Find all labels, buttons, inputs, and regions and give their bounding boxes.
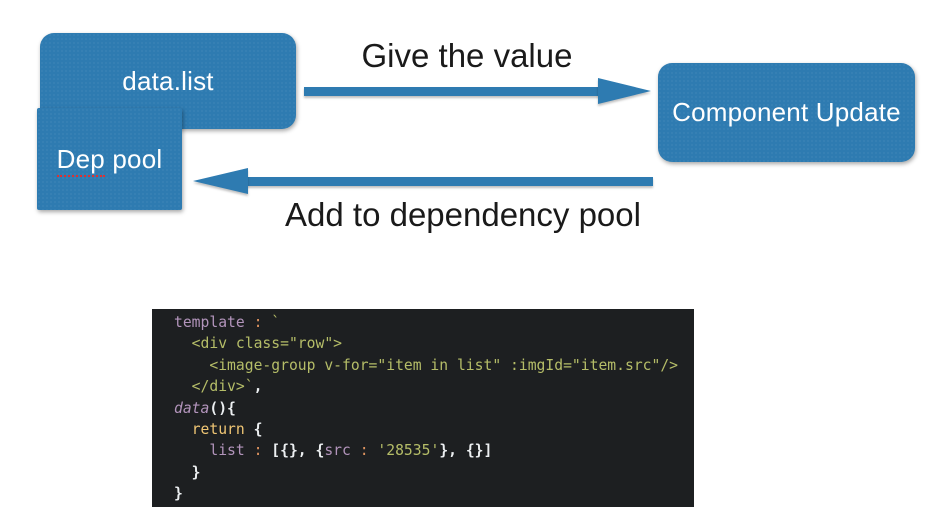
dep-pool-box: Dep pool (37, 108, 182, 210)
add-dependency-label: Add to dependency pool (285, 196, 641, 233)
code-line: list : [{}, {src : '28535'}, {}] (209, 442, 493, 460)
code-line: data(){ (174, 399, 236, 417)
code-line: <div class="row"> (174, 335, 343, 353)
code-line: </div>`, (174, 378, 263, 396)
dep-pool-label: Dep pool (56, 143, 163, 177)
arrow-backward-shaft (247, 177, 653, 186)
code-line: } (174, 463, 201, 481)
arrow-backward-head-icon (193, 168, 248, 194)
code-line: <image-group v-for="item in list" :imgId… (174, 356, 679, 374)
dep-pool-flagged-word: Dep (56, 143, 105, 177)
code-block: template : ` <div class="row"> <image-gr… (152, 309, 694, 507)
code-line: } (174, 485, 183, 503)
code-line: return { (191, 421, 263, 439)
component-update-box: Component Update (658, 63, 915, 162)
code-line: template : ` (174, 314, 281, 331)
component-update-label: Component Update (672, 97, 901, 127)
data-list-label: data.list (122, 65, 214, 96)
dep-pool-label-rest: pool (104, 143, 163, 174)
arrow-forward-head-icon (598, 78, 651, 104)
arrow-forward-shaft (304, 87, 600, 96)
give-value-label: Give the value (361, 37, 573, 74)
code-lines: template : ` <div class="row"> <image-gr… (174, 312, 694, 505)
